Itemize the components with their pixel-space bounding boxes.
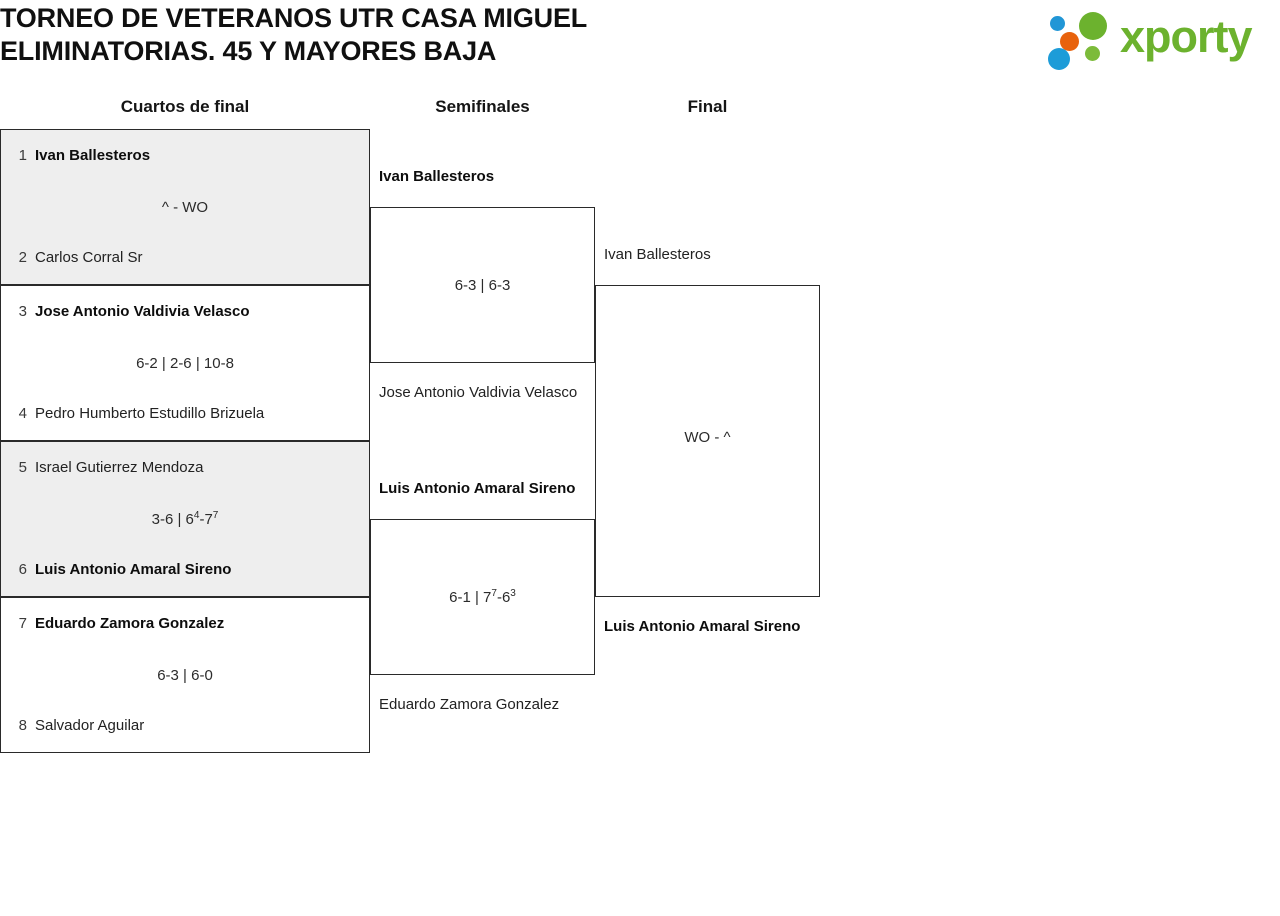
player-name: Jose Antonio Valdivia Velasco	[35, 303, 250, 320]
player-name: Israel Gutierrez Mendoza	[35, 459, 204, 476]
match-box[interactable]: 7 Eduardo Zamora Gonzalez 6-3 | 6-0 8 Salv…	[0, 597, 370, 753]
logo-dots	[1048, 10, 1120, 70]
player-seed: 6	[18, 561, 27, 578]
bracket-player[interactable]: Eduardo Zamora Gonzalez	[371, 695, 594, 715]
bracket-player[interactable]: Jose Antonio Valdivia Velasco	[371, 383, 594, 403]
logo-dot-orange	[1060, 32, 1079, 51]
match-box[interactable]: 3 Jose Antonio Valdivia Velasco 6-2 | 2-6…	[0, 285, 370, 441]
player-seed: 5	[18, 459, 27, 476]
match-score: 6-1 | 77-63	[449, 588, 516, 607]
bracket-player[interactable]: Luis Antonio Amaral Sireno	[371, 479, 594, 499]
logo-dot-blue-small	[1050, 16, 1065, 31]
player-seed: 7	[18, 615, 27, 632]
bracket-player[interactable]: 6 Luis Antonio Amaral Sireno	[1, 560, 369, 580]
player-name: Luis Antonio Amaral Sireno	[379, 480, 576, 497]
xporty-logo: xporty	[1042, 6, 1272, 70]
round-header-semifinals: Semifinales	[435, 97, 530, 116]
bracket-player[interactable]: 4 Pedro Humberto Estudillo Brizuela	[1, 404, 369, 424]
match-box[interactable]: Ivan Ballesteros 6-3 | 6-3 Jose Antonio …	[370, 168, 595, 401]
player-seed: 1	[18, 147, 27, 164]
bracket-player[interactable]: Ivan Ballesteros	[371, 167, 594, 187]
logo-wordmark: xporty	[1120, 11, 1253, 62]
match-score: 6-2 | 2-6 | 10-8	[136, 355, 234, 372]
match-score: ^ - WO	[161, 199, 209, 216]
match-score: 6-3 | 6-0	[157, 667, 213, 684]
player-name: Jose Antonio Valdivia Velasco	[379, 384, 578, 401]
player-name: Eduardo Zamora Gonzalez	[379, 696, 560, 713]
match-score: 6-3 | 6-3	[454, 277, 511, 294]
player-name: Eduardo Zamora Gonzalez	[35, 615, 225, 632]
player-name: Carlos Corral Sr	[35, 249, 143, 266]
player-seed: 4	[18, 405, 27, 422]
bracket-player[interactable]: 2 Carlos Corral Sr	[1, 248, 369, 268]
player-name: Salvador Aguilar	[35, 717, 145, 734]
bracket-player[interactable]: 5 Israel Gutierrez Mendoza	[1, 458, 369, 478]
player-name: Luis Antonio Amaral Sireno	[35, 561, 232, 578]
match-box[interactable]: Luis Antonio Amaral Sireno 6-1 | 77-63 E…	[370, 480, 595, 713]
round-header-quarterfinals: Cuartos de final	[120, 97, 250, 116]
player-name: Ivan Ballesteros	[604, 246, 711, 263]
player-name: Luis Antonio Amaral Sireno	[604, 618, 801, 635]
logo-dot-blue-large	[1048, 48, 1070, 70]
logo-dot-green-large	[1079, 12, 1107, 40]
match-score: WO - ^	[684, 429, 731, 446]
player-name: Ivan Ballesteros	[35, 147, 151, 164]
bracket-player[interactable]: Luis Antonio Amaral Sireno	[596, 617, 819, 637]
match-box[interactable]: Ivan Ballesteros WO - ^ Luis Antonio Ama…	[595, 246, 820, 635]
bracket-player[interactable]: 1 Ivan Ballesteros	[1, 146, 369, 166]
logo-dot-green-small	[1085, 46, 1100, 61]
player-seed: 8	[18, 717, 27, 734]
match-score: 3-6 | 64-77	[151, 510, 219, 529]
bracket-player[interactable]: 3 Jose Antonio Valdivia Velasco	[1, 302, 369, 322]
player-name: Pedro Humberto Estudillo Brizuela	[35, 405, 265, 422]
bracket-player[interactable]: Ivan Ballesteros	[596, 245, 819, 265]
player-seed: 3	[18, 303, 27, 320]
round-header-final: Final	[687, 97, 728, 116]
player-name: Ivan Ballesteros	[379, 168, 495, 185]
bracket-player[interactable]: 7 Eduardo Zamora Gonzalez	[1, 614, 369, 634]
bracket-player[interactable]: 8 Salvador Aguilar	[1, 716, 369, 736]
page-title: TORNEO DE VETERANOS UTR CASA MIGUEL ELIM…	[0, 3, 588, 66]
player-seed: 2	[18, 249, 27, 266]
match-box[interactable]: 1 Ivan Ballesteros ^ - WO 2 Carlos Corral …	[0, 129, 370, 285]
